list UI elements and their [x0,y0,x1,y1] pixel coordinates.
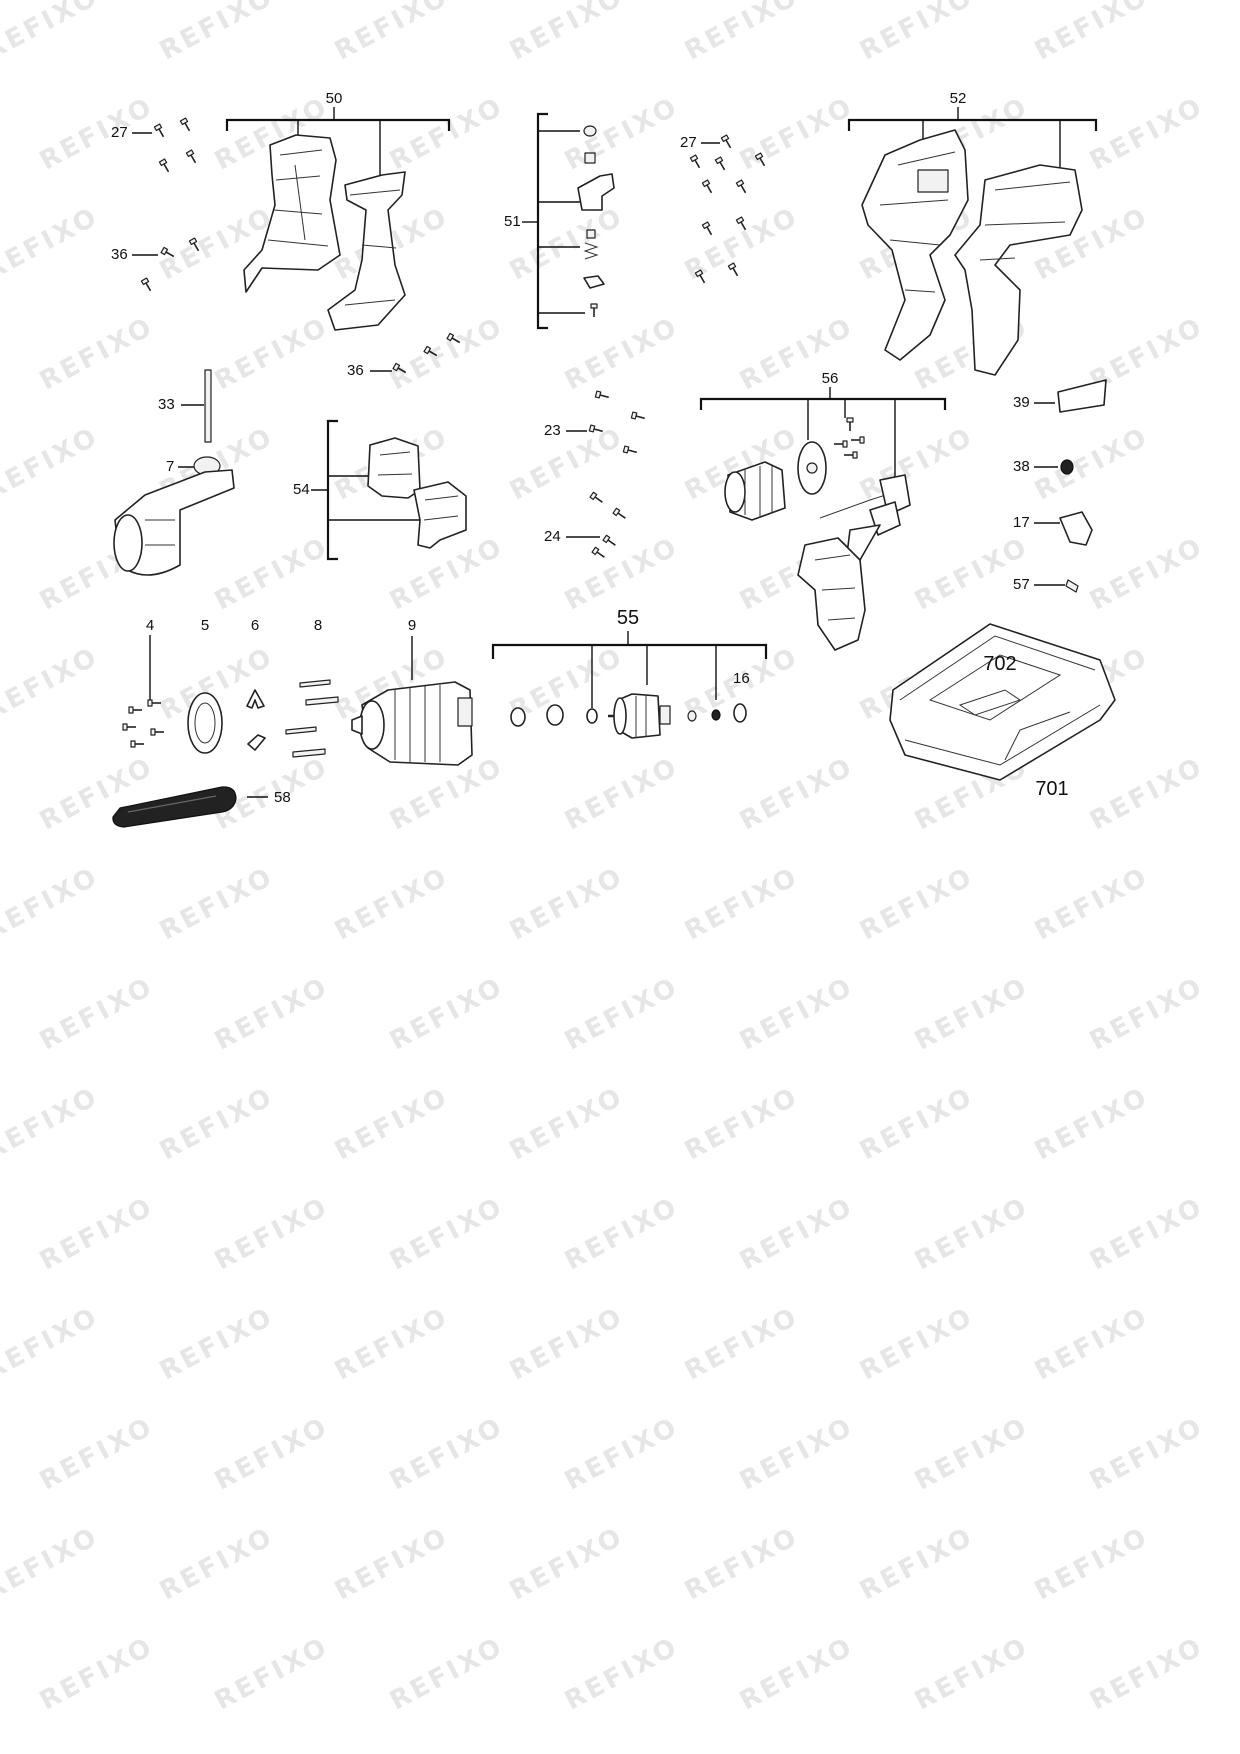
label-24: 24 [544,528,561,545]
label-702: 702 [983,653,1016,675]
label-52: 52 [950,90,967,107]
pin-icon [299,679,331,688]
rod-icon [204,369,212,443]
label-57: 57 [1013,576,1030,593]
group-55: 55 16 [491,607,768,739]
label-8: 8 [314,617,322,634]
spring-icon [583,242,599,260]
label-6: 6 [251,617,259,634]
side-handle: 33 7 [113,369,235,576]
label-36-left: 36 [111,246,128,263]
label-27-left: 27 [111,124,128,141]
group-23-24: 23 24 [544,390,647,561]
label-7: 7 [166,458,174,475]
label-4: 4 [146,617,154,634]
group-51: 51 [504,112,615,330]
detent-block-icon [583,275,605,289]
group-52: 52 27 [680,90,1098,376]
label-5: 5 [201,617,209,634]
label-9: 9 [408,617,416,634]
carry-case: 702 701 [889,623,1116,800]
label-58: 58 [274,789,291,806]
label-23: 23 [544,422,561,439]
washer-icon [187,692,223,754]
cover-bottom-icon [413,481,467,549]
armature-icon [608,693,671,739]
housing-half-right-icon [861,129,969,361]
bolt-head-icon [584,152,596,164]
grip-58: 58 [112,786,291,828]
label-56: 56 [822,370,839,387]
gearbox-icon [351,681,473,766]
bearing-icon [510,704,598,727]
label-17: 17 [1013,514,1030,531]
clamp-ring-icon [113,469,235,576]
small-parts-right: 39 38 17 57 [1013,379,1107,593]
bit-icon [1065,579,1079,593]
label-55: 55 [617,607,639,629]
grip-icon [112,786,237,828]
selector-knob-icon [577,173,615,211]
clip-spring-icon [246,689,265,709]
bearing-end-icon [733,703,747,723]
handle-half-left-icon [327,171,406,331]
group-56: 56 [699,370,947,651]
label-701: 701 [1035,778,1068,800]
group-50: 50 27 36 36 [111,90,463,379]
label-27-right: 27 [680,134,697,151]
label-plate-icon [1057,379,1107,413]
group-54: 54 [293,419,467,561]
label-38: 38 [1013,458,1030,475]
housing-half-left-icon [243,134,341,293]
label-16: 16 [733,670,750,687]
label-39: 39 [1013,394,1030,411]
label-51: 51 [504,213,521,230]
label-33: 33 [158,396,175,413]
label-54: 54 [293,481,310,498]
clip-icon [1059,511,1093,546]
switch-icon [797,474,911,651]
spring-coil-icon [1060,459,1074,475]
cover-top-icon [367,437,421,499]
label-50: 50 [326,90,343,107]
cap-icon [583,125,597,137]
stator-icon [724,461,786,521]
housing-half-right-back-icon [954,164,1083,376]
carry-case-icon [889,623,1116,781]
group-4-5-6-8-9: 4 5 6 8 9 [122,617,473,766]
label-36-lower: 36 [347,362,364,379]
